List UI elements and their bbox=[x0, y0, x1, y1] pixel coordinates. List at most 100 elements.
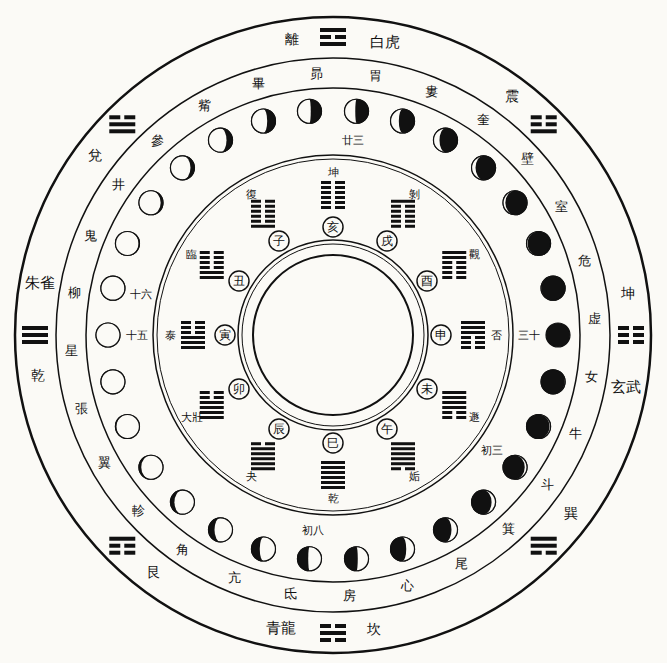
mansion-label: 牛 bbox=[569, 427, 582, 441]
moon-dark bbox=[101, 370, 125, 394]
hexagram-line bbox=[214, 251, 224, 254]
moon-outline bbox=[101, 276, 125, 300]
branch-text: 卯 bbox=[228, 378, 250, 400]
hexagram-line bbox=[251, 215, 261, 218]
moon-dark bbox=[101, 276, 125, 300]
branch-circle: 酉 bbox=[416, 270, 438, 292]
hexagram-line bbox=[391, 210, 401, 213]
circle-outline bbox=[215, 325, 235, 345]
hexagram-line bbox=[442, 391, 466, 394]
guardian-label: 白虎 bbox=[370, 33, 400, 50]
mansion-label: 胃 bbox=[369, 69, 382, 83]
hexagram-line bbox=[321, 186, 331, 189]
mansion-label: 箕 bbox=[502, 522, 515, 536]
branch-text: 酉 bbox=[416, 270, 438, 292]
circle-outline bbox=[269, 231, 289, 251]
moon-outline bbox=[115, 415, 139, 439]
moon-lit bbox=[297, 99, 310, 123]
circle-outline bbox=[416, 271, 436, 291]
day-label: 初三 bbox=[481, 444, 503, 456]
moon-lit bbox=[553, 370, 565, 394]
mansion-label: 奎 bbox=[477, 113, 490, 127]
trigram-line bbox=[109, 122, 135, 126]
moon-lit bbox=[101, 276, 125, 300]
mansion-label: 婁 bbox=[425, 85, 438, 99]
trigram-line bbox=[546, 115, 557, 119]
hexagram-line bbox=[321, 466, 345, 469]
trigram-line bbox=[546, 551, 557, 555]
moon-dark bbox=[527, 231, 551, 255]
hexagram-name: 復 bbox=[246, 188, 257, 200]
moon-dark bbox=[170, 156, 194, 180]
hexagram-line bbox=[475, 341, 485, 344]
trigram-name: 艮 bbox=[147, 565, 161, 580]
trigram-line bbox=[124, 544, 135, 548]
moon-outline bbox=[297, 547, 321, 571]
hexagram-line bbox=[321, 201, 331, 204]
hexagram-name: 坤 bbox=[328, 166, 339, 178]
hexagram-line bbox=[405, 215, 415, 218]
trigram-line bbox=[22, 340, 48, 344]
moon-dark bbox=[527, 415, 551, 439]
branch-text: 亥 bbox=[322, 216, 344, 238]
hexagram-line bbox=[321, 476, 345, 479]
mansion-label: 張 bbox=[75, 402, 88, 416]
moon-outline bbox=[345, 547, 369, 571]
hexagram-line bbox=[391, 467, 401, 470]
hexagram-line bbox=[321, 191, 331, 194]
hexagram-line bbox=[405, 467, 415, 470]
moon-dark bbox=[170, 490, 194, 514]
mansion-label: 軫 bbox=[132, 504, 145, 518]
hexagram-line bbox=[456, 266, 466, 269]
hexagram-line bbox=[321, 486, 345, 489]
mansion-label: 尾 bbox=[455, 556, 468, 570]
moon-outline bbox=[101, 370, 125, 394]
trigram-line bbox=[109, 551, 120, 555]
hexagram-line bbox=[200, 396, 210, 399]
hexagram-line bbox=[214, 396, 224, 399]
hexagram-line bbox=[214, 261, 224, 264]
hexagram-line bbox=[251, 462, 275, 465]
moon-ring-outer bbox=[86, 88, 580, 582]
hexagram-line bbox=[321, 206, 331, 209]
branch-text: 戌 bbox=[376, 230, 398, 252]
hexagram-line bbox=[405, 210, 415, 213]
moon-outline bbox=[434, 518, 458, 542]
hexagram-line bbox=[265, 220, 275, 223]
moon-dark bbox=[297, 547, 321, 571]
hexagram-line bbox=[391, 452, 415, 455]
hexagram-line bbox=[391, 447, 415, 450]
mansion-label: 畢 bbox=[252, 77, 265, 91]
circle-outline bbox=[229, 379, 249, 399]
branch-circle: 卯 bbox=[228, 378, 250, 400]
trigram-line bbox=[320, 28, 346, 32]
moon-dark bbox=[434, 518, 458, 542]
moon-lit bbox=[308, 547, 321, 571]
hexagram-line bbox=[391, 205, 401, 208]
trigram-line bbox=[109, 544, 120, 548]
moon-dark bbox=[297, 99, 321, 123]
mansion-label: 室 bbox=[555, 200, 568, 214]
trigram-line bbox=[531, 122, 542, 126]
moon-lit bbox=[484, 490, 496, 514]
mansion-label: 昴 bbox=[310, 66, 323, 80]
moon-lit bbox=[503, 191, 515, 215]
mansion-label: 亢 bbox=[228, 571, 241, 585]
moon-outline bbox=[251, 537, 275, 561]
hexagram-line bbox=[321, 181, 331, 184]
guardian-label: 青龍 bbox=[266, 620, 296, 637]
moon-outline bbox=[434, 128, 458, 152]
moon-dark bbox=[472, 490, 496, 514]
branch-text: 辰 bbox=[268, 418, 290, 440]
circle-outline bbox=[229, 271, 249, 291]
moon-dark bbox=[251, 109, 275, 133]
hexagram-line bbox=[335, 201, 345, 204]
branch-circle: 未 bbox=[416, 378, 438, 400]
mansion-label: 房 bbox=[343, 589, 356, 603]
trigram-line bbox=[618, 340, 629, 344]
hexagram-ring bbox=[238, 240, 428, 430]
hexagram-line bbox=[200, 271, 224, 274]
moon-outline bbox=[503, 455, 527, 479]
hexagram-name: 否 bbox=[491, 329, 502, 341]
mansion-label: 壁 bbox=[521, 152, 534, 166]
